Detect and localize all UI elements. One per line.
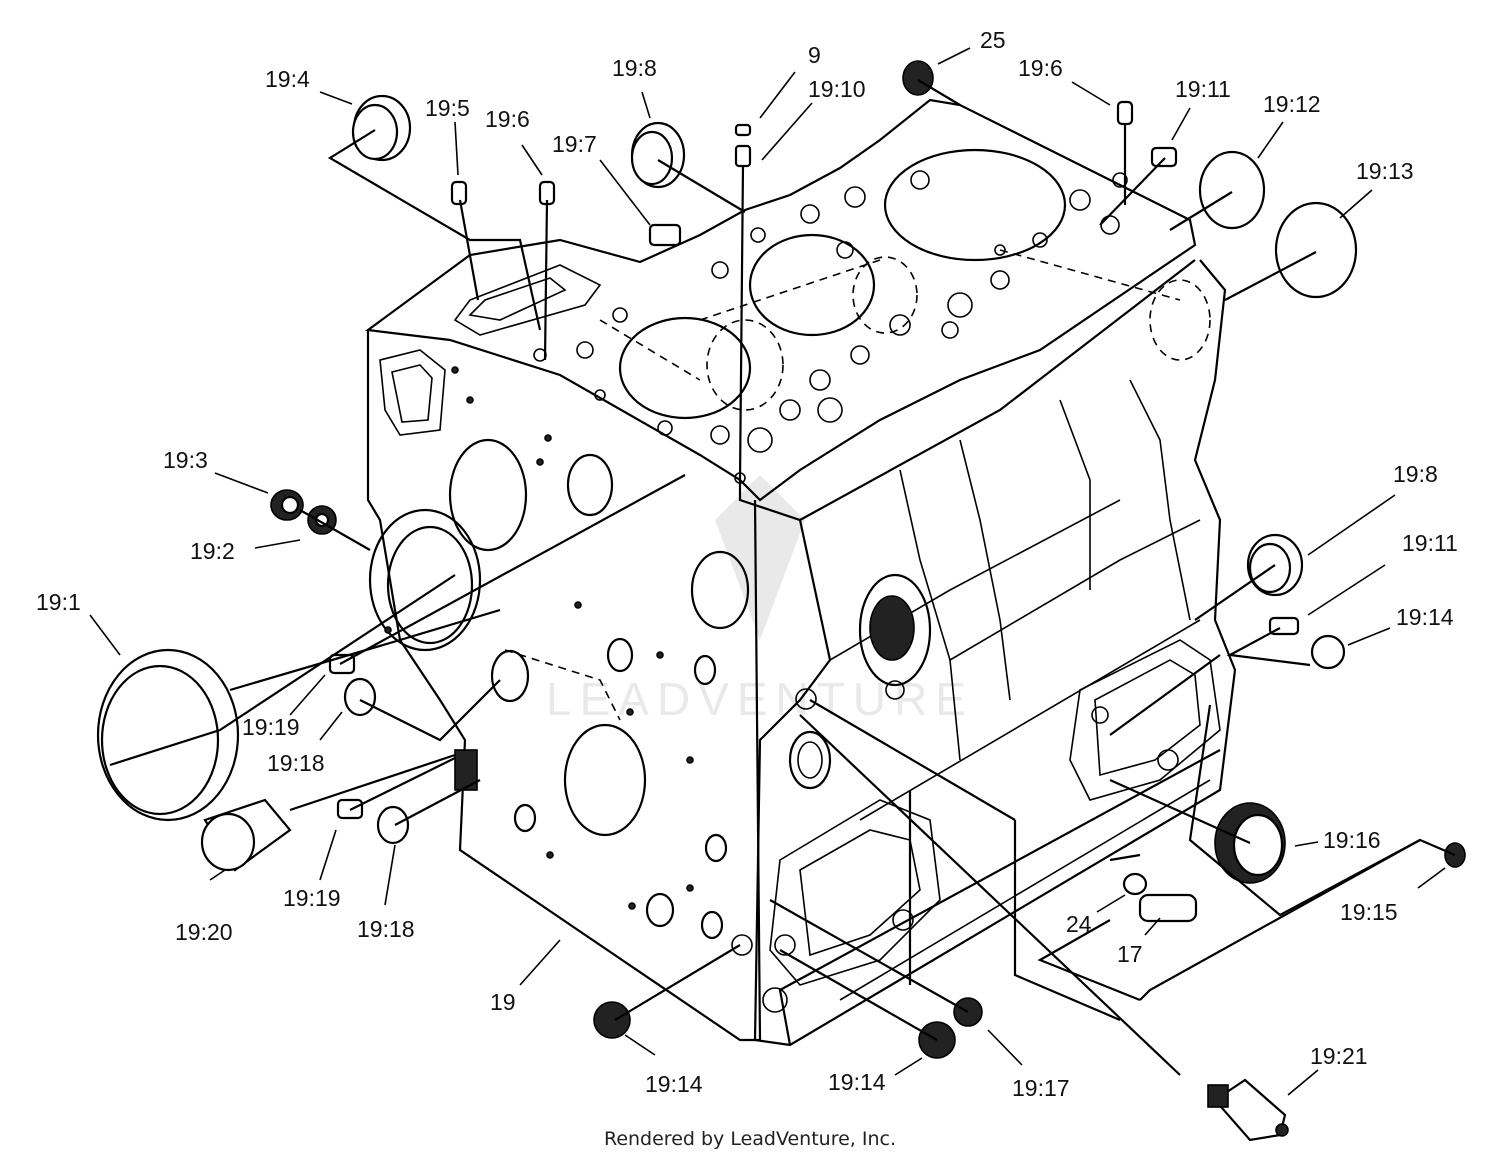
- part-19-13-plug: [1274, 201, 1358, 299]
- callout-19-18-lower: 19:18: [357, 916, 415, 942]
- callout-19-1: 19:1: [36, 589, 81, 615]
- callout-19-11-top: 19:11: [1175, 76, 1231, 102]
- footer-credit: Rendered by LeadVenture, Inc.: [604, 1128, 896, 1150]
- cylinder-block: [365, 98, 1237, 1047]
- callout-19-3: 19:3: [163, 447, 208, 473]
- callout-leaders: [89, 47, 1446, 1096]
- callout-19-18-upper: 19:18: [267, 750, 325, 776]
- callout-17: 17: [1117, 941, 1143, 967]
- part-19-3-plug: [270, 489, 304, 521]
- watermark-logo: [715, 475, 805, 640]
- part-19-8-plug-top: [630, 121, 686, 189]
- callout-19-14-bottom-right: 19:14: [828, 1069, 886, 1095]
- part-25-nut: [902, 60, 934, 96]
- callout-19-5: 19:5: [425, 95, 470, 121]
- part-side-bracket: [454, 749, 478, 791]
- callout-19-20: 19:20: [175, 919, 233, 945]
- part-19-12-plug: [1198, 150, 1266, 230]
- callout-19-10: 19:10: [808, 76, 866, 102]
- part-19-20-bushing: [200, 798, 292, 872]
- callout-19-6-right: 19:6: [1018, 55, 1063, 81]
- part-19-14-plug-right: [1310, 634, 1346, 670]
- part-pins: [328, 100, 1300, 923]
- callout-19-8-right: 19:8: [1393, 461, 1438, 487]
- callout-19-14-right: 19:14: [1396, 604, 1454, 630]
- callout-19-7: 19:7: [552, 131, 597, 157]
- part-19-14-plug-bottom-left: [593, 1001, 631, 1039]
- callout-19-12: 19:12: [1263, 91, 1321, 117]
- callout-19-19-lower: 19:19: [283, 885, 341, 911]
- callout-19-2: 19:2: [190, 538, 235, 564]
- callout-24: 24: [1066, 911, 1092, 937]
- callout-19-6-left: 19:6: [485, 106, 530, 132]
- part-19-2-washer: [307, 505, 337, 535]
- callout-19-16: 19:16: [1323, 827, 1381, 853]
- part-19-4-plug: [351, 94, 412, 162]
- callout-19-8-top: 19:8: [612, 55, 657, 81]
- part-19-1-seal-ring: [96, 648, 240, 822]
- callout-25: 25: [980, 27, 1006, 53]
- callout-19-21: 19:21: [1310, 1043, 1368, 1069]
- callout-19-11-right: 19:11: [1402, 530, 1458, 556]
- callout-19-17: 19:17: [1012, 1075, 1070, 1101]
- callout-19: 19: [490, 989, 516, 1015]
- part-19-21-oil-switch: [1207, 1078, 1289, 1142]
- assembly-lines: [109, 79, 1456, 1076]
- callout-19-19-upper: 19:19: [242, 714, 300, 740]
- callout-19-15: 19:15: [1340, 899, 1398, 925]
- callout-19-13: 19:13: [1356, 158, 1414, 184]
- callout-19-4: 19:4: [265, 66, 310, 92]
- callout-19-14-bottom-left: 19:14: [645, 1071, 703, 1097]
- callout-9: 9: [808, 42, 821, 68]
